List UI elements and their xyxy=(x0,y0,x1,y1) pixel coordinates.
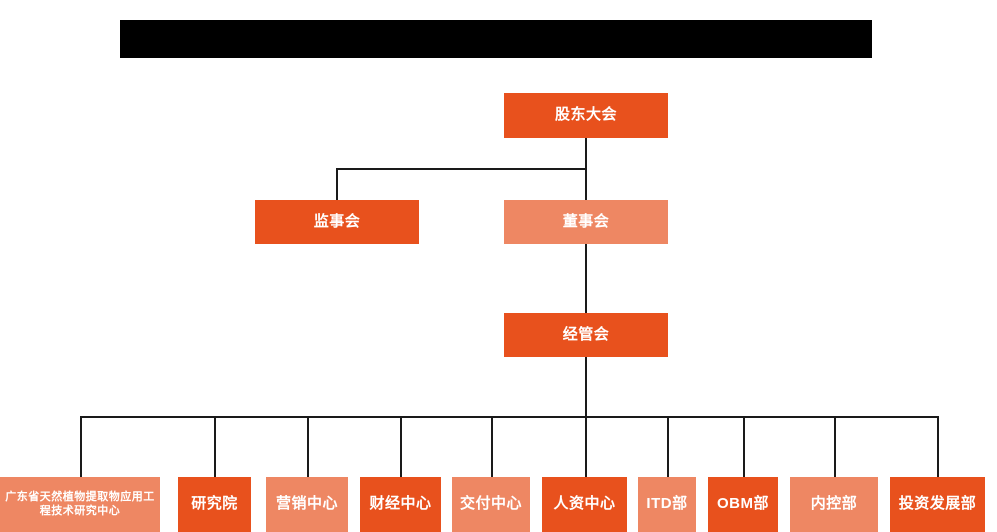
department-label: 营销中心 xyxy=(275,495,338,513)
department-box-8[interactable]: OBM部 xyxy=(708,477,778,532)
department-label: 广东省天然植物提取物应用工程技术研究中心 xyxy=(5,490,155,517)
node-shareholders-meeting[interactable]: 股东大会 xyxy=(504,93,668,138)
connector-management-down xyxy=(585,357,587,417)
department-box-3[interactable]: 营销中心 xyxy=(266,477,348,532)
department-box-4[interactable]: 财经中心 xyxy=(360,477,441,532)
node-board-of-supervisors[interactable]: 监事会 xyxy=(255,200,419,244)
connector-drop-6 xyxy=(585,416,587,477)
connector-directors-to-management xyxy=(585,243,587,313)
department-label: ITD部 xyxy=(646,495,688,513)
department-label: 人资中心 xyxy=(553,495,616,513)
department-box-2[interactable]: 研究院 xyxy=(178,477,251,532)
department-box-6[interactable]: 人资中心 xyxy=(542,477,627,532)
department-label: 交付中心 xyxy=(459,495,522,513)
connector-drop-4 xyxy=(400,416,402,477)
connector-drop-2 xyxy=(214,416,216,477)
connector-drop-3 xyxy=(307,416,309,477)
connector-drop-5 xyxy=(491,416,493,477)
department-label: 内控部 xyxy=(810,495,858,513)
title-banner xyxy=(120,20,872,58)
node-label: 股东大会 xyxy=(554,106,617,124)
department-box-10[interactable]: 投资发展部 xyxy=(890,477,985,532)
node-management-committee[interactable]: 经管会 xyxy=(504,313,668,357)
node-label: 董事会 xyxy=(562,212,610,230)
node-board-of-directors[interactable]: 董事会 xyxy=(504,200,668,244)
node-label: 经管会 xyxy=(562,325,610,343)
department-label: 投资发展部 xyxy=(898,495,977,513)
connector-branch-supervisors xyxy=(336,168,587,170)
connector-drop-10 xyxy=(937,416,939,477)
connector-drop-8 xyxy=(743,416,745,477)
department-box-1[interactable]: 广东省天然植物提取物应用工程技术研究中心 xyxy=(0,477,160,532)
department-label: OBM部 xyxy=(717,495,769,513)
department-label: 研究院 xyxy=(191,495,238,513)
department-box-9[interactable]: 内控部 xyxy=(790,477,878,532)
connector-department-bus xyxy=(80,416,938,418)
department-box-7[interactable]: ITD部 xyxy=(638,477,696,532)
node-label: 监事会 xyxy=(313,212,361,230)
department-box-5[interactable]: 交付中心 xyxy=(452,477,530,532)
connector-supervisors-drop xyxy=(336,168,338,200)
department-label: 财经中心 xyxy=(369,495,432,513)
connector-drop-1 xyxy=(80,416,82,477)
connector-drop-7 xyxy=(667,416,669,477)
connector-drop-9 xyxy=(834,416,836,477)
